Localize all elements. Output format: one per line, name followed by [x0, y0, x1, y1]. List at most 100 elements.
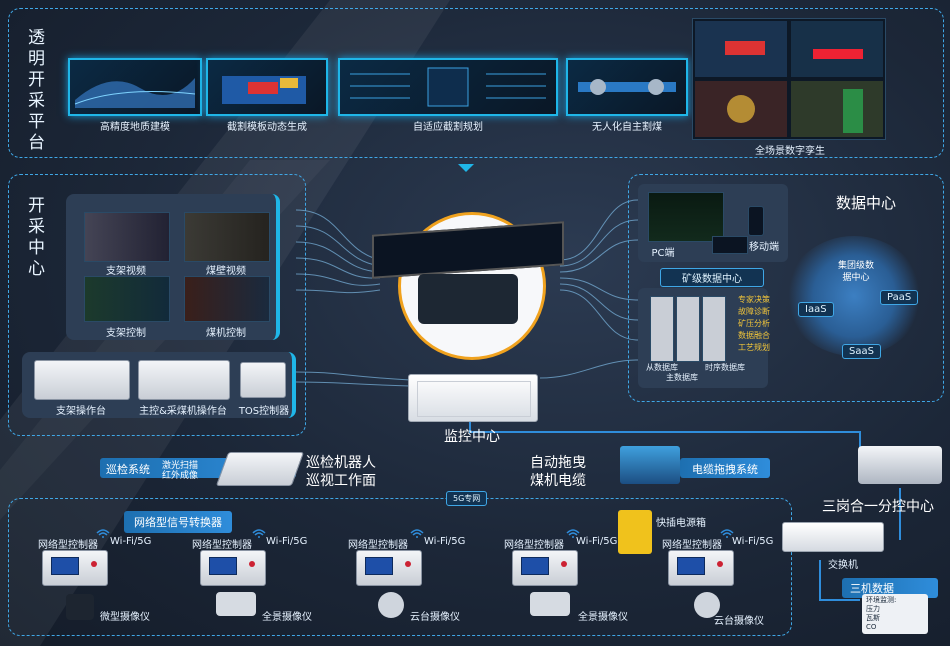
feature-expert: 专家决策 — [738, 295, 770, 304]
switch-label: 交换机 — [828, 560, 858, 571]
shearer-control-thumb — [184, 276, 270, 322]
server-rack-3 — [702, 296, 726, 362]
support-control-thumb — [84, 276, 170, 322]
control-center-device — [858, 446, 942, 484]
mobile-phone — [748, 206, 764, 236]
camera-label-3: 云台摄像仪 — [410, 612, 460, 623]
feature-process: 工艺规划 — [738, 343, 770, 352]
tos-controller-caption: TOS控制器 — [238, 406, 290, 417]
wifi-label-4: Wi-Fi/5G — [576, 536, 618, 547]
wifi-icon — [720, 529, 734, 538]
support-console — [34, 360, 130, 400]
env-monitor-box: 环境监测: 压力 瓦斯 CO — [862, 594, 928, 634]
power-box — [618, 510, 652, 554]
support-video-caption: 支架视频 — [106, 266, 146, 277]
down-arrow-icon — [458, 164, 474, 172]
wifi-label-3: Wi-Fi/5G — [424, 536, 466, 547]
server-rack-1 — [650, 296, 674, 362]
support-video-thumb — [84, 212, 170, 262]
wall-video-caption: 煤壁视频 — [206, 266, 246, 277]
controller-label-1: 网络型控制器 — [38, 540, 98, 551]
network-panel — [8, 498, 792, 636]
wifi-icon — [252, 529, 266, 538]
wifi-label-1: Wi-Fi/5G — [110, 536, 152, 547]
saas-tag: SaaS — [842, 344, 881, 359]
wifi-icon — [410, 529, 424, 538]
cable-system-pill: 电缆拖拽系统 — [680, 458, 770, 478]
tablet — [712, 236, 748, 254]
env-line-3: 瓦斯 — [866, 614, 880, 622]
wifi-icon — [96, 529, 110, 538]
paas-tag: PaaS — [880, 290, 919, 305]
geology-model-thumb — [68, 58, 202, 116]
unmanned-cutting-caption: 无人化自主割煤 — [592, 122, 662, 133]
db-label-slave: 从数据库 — [646, 363, 678, 372]
cable-label-2: 煤机电缆 — [530, 473, 586, 489]
inspection-robot — [215, 452, 305, 486]
feature-diagnosis: 故障诊断 — [738, 307, 770, 316]
cutting-plan-thumb — [338, 58, 558, 116]
robot-label-1: 巡检机器人 — [306, 455, 376, 471]
pc-label: PC端 — [651, 248, 675, 259]
main-console-caption: 主控&采煤机操作台 — [139, 406, 227, 417]
feature-pressure: 矿压分析 — [738, 319, 770, 328]
controller-2 — [200, 550, 266, 586]
monitor-center-label: 监控中心 — [444, 429, 500, 445]
monitor-center-cabinet — [408, 374, 538, 422]
cable-device — [620, 446, 680, 484]
support-control-caption: 支架控制 — [106, 328, 146, 339]
main-console — [138, 360, 230, 400]
controller-label-5: 网络型控制器 — [662, 540, 722, 551]
ptz-camera-1 — [378, 592, 404, 618]
panorama-camera-1 — [216, 592, 256, 616]
camera-label-4: 全景摄像仪 — [578, 612, 628, 623]
cable-label-1: 自动拖曳 — [530, 455, 586, 471]
env-line-2: 压力 — [866, 605, 880, 613]
wifi-label-5: Wi-Fi/5G — [732, 536, 774, 547]
controller-4 — [512, 550, 578, 586]
camera-label-1: 微型摄像仪 — [100, 612, 150, 623]
support-console-caption: 支架操作台 — [56, 406, 106, 417]
mining-center-title: 开采中心 — [24, 196, 44, 280]
db-label-master: 主数据库 — [666, 373, 698, 382]
feature-list: 专家决策 故障诊断 矿压分析 数据融合 工艺规划 — [738, 294, 774, 354]
controller-label-3: 网络型控制器 — [348, 540, 408, 551]
tos-controller — [240, 362, 286, 398]
controller-label-4: 网络型控制器 — [504, 540, 564, 551]
machine-data-pill: 三机数据 — [842, 578, 938, 598]
mine-data-center-tag: 矿级数据中心 — [660, 268, 764, 287]
geology-model-caption: 高精度地质建模 — [100, 122, 170, 133]
mining-center-panel — [8, 174, 306, 436]
ptz-camera-2 — [694, 592, 720, 618]
camera-label-2: 全景摄像仪 — [262, 612, 312, 623]
controller-5 — [668, 550, 734, 586]
iaas-tag: IaaS — [798, 302, 834, 317]
digital-twin-panel — [692, 18, 886, 140]
template-gen-caption: 截割模板动态生成 — [227, 122, 307, 133]
cutting-plan-caption: 自适应截割规划 — [413, 122, 483, 133]
digital-twin-caption: 全场景数字孪生 — [755, 146, 825, 157]
pc-screen — [648, 192, 724, 242]
controller-label-2: 网络型控制器 — [192, 540, 252, 551]
env-line-1: 环境监测: — [866, 596, 897, 604]
env-line-4: CO — [866, 623, 877, 631]
control-center-label: 三岗合一分控中心 — [822, 499, 934, 515]
controller-1 — [42, 550, 108, 586]
5g-tag: 5G专网 — [446, 491, 488, 506]
mobile-label: 移动端 — [749, 242, 779, 253]
data-center-title: 数据中心 — [836, 194, 897, 212]
robot-label-2: 巡视工作面 — [306, 473, 376, 489]
unmanned-cutting-thumb — [566, 58, 688, 116]
server-rack-2 — [676, 296, 700, 362]
platform-panel — [8, 8, 944, 158]
micro-camera — [66, 594, 94, 620]
power-box-label: 快插电源箱 — [656, 518, 706, 529]
inspection-feature-laser: 激光扫描 — [162, 461, 199, 471]
wifi-icon — [566, 529, 580, 538]
converter-pill: 网络型信号转换器 — [124, 511, 232, 533]
switch-device — [782, 522, 884, 552]
platform-title: 透明开采平台 — [24, 28, 44, 154]
feature-fusion: 数据融合 — [738, 331, 770, 340]
group-data-center: 集团级数据中心 — [837, 261, 874, 283]
controller-3 — [356, 550, 422, 586]
